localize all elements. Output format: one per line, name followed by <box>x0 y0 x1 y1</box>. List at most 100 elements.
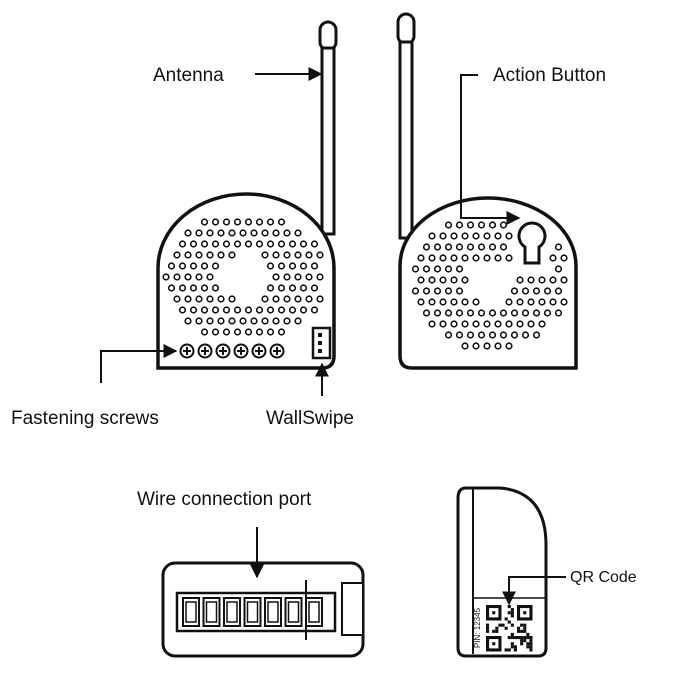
back-view <box>396 12 578 370</box>
vent-hole <box>483 320 491 328</box>
vent-hole <box>477 221 486 229</box>
vent-hole <box>261 251 269 259</box>
fastening-screws-label: Fastening screws <box>11 408 159 429</box>
vent-hole <box>283 229 291 237</box>
vent-hole <box>472 232 480 240</box>
vent-hole <box>228 295 236 303</box>
vent-hole <box>527 320 535 328</box>
vent-hole <box>255 218 264 226</box>
vent-hole <box>422 287 431 295</box>
vent-hole <box>200 306 209 314</box>
vent-hole <box>195 273 203 281</box>
back-ventilation-holes <box>411 221 568 350</box>
vent-hole <box>510 331 519 339</box>
vent-hole <box>444 243 453 251</box>
vent-hole <box>211 306 220 314</box>
vent-hole <box>244 328 253 336</box>
wire-port-slot <box>284 597 303 627</box>
vent-hole <box>521 309 530 317</box>
vent-hole <box>527 298 535 306</box>
vent-hole <box>233 218 242 226</box>
vent-hole <box>184 317 192 325</box>
vent-hole <box>239 317 247 325</box>
vent-hole <box>283 273 291 281</box>
vent-hole <box>195 317 203 325</box>
vent-hole <box>266 328 275 336</box>
vent-hole <box>195 295 203 303</box>
vent-hole <box>483 342 491 350</box>
vent-hole <box>261 229 269 237</box>
vent-hole <box>272 295 280 303</box>
vent-hole <box>217 317 225 325</box>
vent-hole <box>472 320 480 328</box>
wire-port-slot <box>243 597 262 627</box>
vent-hole <box>417 254 425 262</box>
vent-hole <box>444 221 453 229</box>
vent-hole <box>294 295 302 303</box>
wire-port-slot <box>182 597 200 627</box>
vent-hole <box>228 251 236 259</box>
front-antenna <box>318 20 338 236</box>
vent-hole <box>288 306 297 314</box>
vent-hole <box>277 328 286 336</box>
vent-hole <box>516 320 524 328</box>
vent-hole <box>288 262 297 270</box>
vent-hole <box>299 262 308 270</box>
vent-hole <box>461 276 469 284</box>
vent-hole <box>211 240 220 248</box>
vent-hole <box>189 262 198 270</box>
vent-hole <box>483 232 491 240</box>
fastening-screw <box>251 343 267 359</box>
vent-hole <box>466 309 475 317</box>
vent-hole <box>466 331 475 339</box>
vent-hole <box>516 298 524 306</box>
vent-hole <box>466 243 475 251</box>
wire-port-slot <box>202 597 221 627</box>
vent-hole <box>195 229 203 237</box>
vent-hole <box>200 262 209 270</box>
vent-hole <box>499 331 508 339</box>
vent-hole <box>433 309 442 317</box>
vent-hole <box>422 265 431 273</box>
vent-hole <box>299 240 308 248</box>
vent-hole <box>255 328 264 336</box>
vent-hole <box>266 262 275 270</box>
vent-hole <box>277 240 286 248</box>
vent-hole <box>554 309 563 317</box>
vent-hole <box>455 243 464 251</box>
vent-hole <box>428 254 436 262</box>
vent-hole <box>294 229 302 237</box>
vent-hole <box>433 243 442 251</box>
vent-hole <box>261 317 269 325</box>
vent-hole <box>450 254 458 262</box>
vent-hole <box>244 240 253 248</box>
vent-hole <box>217 295 225 303</box>
vent-hole <box>439 298 447 306</box>
vent-hole <box>173 273 181 281</box>
vent-hole <box>450 298 458 306</box>
vent-hole <box>299 284 308 292</box>
vent-hole <box>428 232 436 240</box>
front-module-body <box>156 192 336 370</box>
vent-hole <box>461 232 469 240</box>
vent-hole <box>222 240 231 248</box>
vent-hole <box>532 287 541 295</box>
vent-hole <box>239 229 247 237</box>
vent-hole <box>554 265 563 273</box>
fastening-screws <box>179 343 285 359</box>
vent-hole <box>206 273 214 281</box>
vent-hole <box>494 342 502 350</box>
fastening-screw <box>269 343 285 359</box>
vent-hole <box>222 306 231 314</box>
qr-code-label: QR Code <box>570 569 637 586</box>
vent-hole <box>488 309 497 317</box>
vent-hole <box>305 251 313 259</box>
wallswipe-connector <box>311 326 332 360</box>
wire-port-slots <box>182 597 323 627</box>
vent-hole <box>266 306 275 314</box>
vent-hole <box>206 295 214 303</box>
vent-hole <box>310 306 319 314</box>
vent-hole <box>283 317 291 325</box>
vent-hole <box>554 243 563 251</box>
